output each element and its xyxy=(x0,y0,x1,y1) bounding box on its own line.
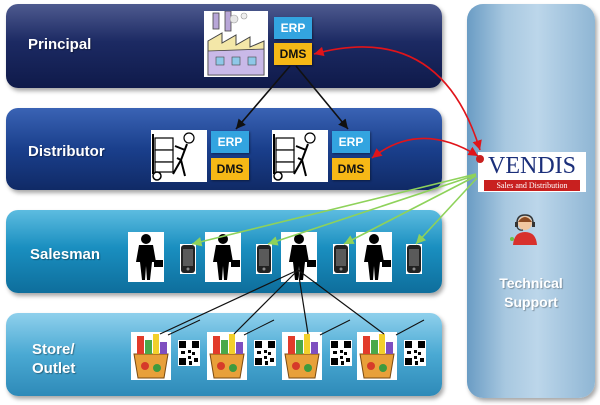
salesman-store3-line xyxy=(297,269,309,335)
mobile-phone-icon xyxy=(180,244,196,274)
grocery-basket-icon xyxy=(131,332,171,380)
logo-name-part1: VEN xyxy=(488,153,538,179)
vendis-phone4-link xyxy=(415,177,478,245)
store-label-line1: Store/ xyxy=(32,341,75,358)
distributor-label: Distributor xyxy=(28,143,105,160)
store-chain-line1 xyxy=(167,319,201,336)
logo-name-part2: DIS xyxy=(537,153,576,179)
technical-support-panel xyxy=(467,4,595,398)
mobile-phone-icon xyxy=(256,244,272,274)
distributor1-dms-box: DMS xyxy=(211,158,249,180)
vendis-phone1-link xyxy=(191,173,477,247)
grocery-basket-icon xyxy=(207,332,247,380)
qr-code-icon xyxy=(178,340,200,366)
qr-code-icon xyxy=(330,340,352,366)
store-chain-line3 xyxy=(319,319,351,336)
mobile-phone-icon xyxy=(333,244,349,274)
principal-dms-box: DMS xyxy=(274,43,312,65)
distributor1-erp-box: ERP xyxy=(211,131,249,153)
store-chain-line2 xyxy=(243,319,275,336)
factory-icon xyxy=(204,10,268,77)
logo-title: VENDIS xyxy=(478,152,586,180)
hand-truck-worker-icon xyxy=(151,130,207,182)
logo-dot xyxy=(476,155,484,163)
salesman-store4-line xyxy=(297,269,385,335)
distributor-vendis-link xyxy=(371,137,479,159)
salesman-icon xyxy=(205,232,241,282)
technical-support-label: Technical Support xyxy=(467,274,595,312)
salesman-label: Salesman xyxy=(30,246,101,263)
qr-code-icon xyxy=(254,340,276,366)
logo-tagline: Sales and Distribution xyxy=(484,180,580,191)
principal-to-distributor2-line xyxy=(295,65,349,130)
salesman-store1-line xyxy=(159,269,299,335)
salesman-icon xyxy=(281,232,317,282)
principal-to-distributor1-line xyxy=(235,65,291,130)
mobile-phone-icon xyxy=(406,244,422,274)
vendis-logo: VENDIS Sales and Distribution xyxy=(476,152,586,192)
principal-label: Principal xyxy=(28,36,92,53)
support-agent-headset-icon xyxy=(510,212,540,246)
principal-erp-box: ERP xyxy=(274,17,312,39)
store-label-line2: Outlet xyxy=(32,360,76,377)
salesman-icon xyxy=(128,232,164,282)
technical-support-line1: Technical xyxy=(499,275,563,291)
salesman-store2-line xyxy=(233,269,299,335)
principal-vendis-link xyxy=(313,46,482,151)
vendis-phone2-link xyxy=(267,174,477,246)
hand-truck-worker-icon xyxy=(272,130,328,182)
distributor2-dms-box: DMS xyxy=(332,158,370,180)
grocery-basket-icon xyxy=(357,332,397,380)
vendis-phone3-link xyxy=(343,175,477,245)
qr-code-icon xyxy=(404,340,426,366)
technical-support-line2: Support xyxy=(504,294,558,310)
store-chain-line4 xyxy=(395,319,425,336)
salesman-icon xyxy=(356,232,392,282)
grocery-basket-icon xyxy=(282,332,322,380)
